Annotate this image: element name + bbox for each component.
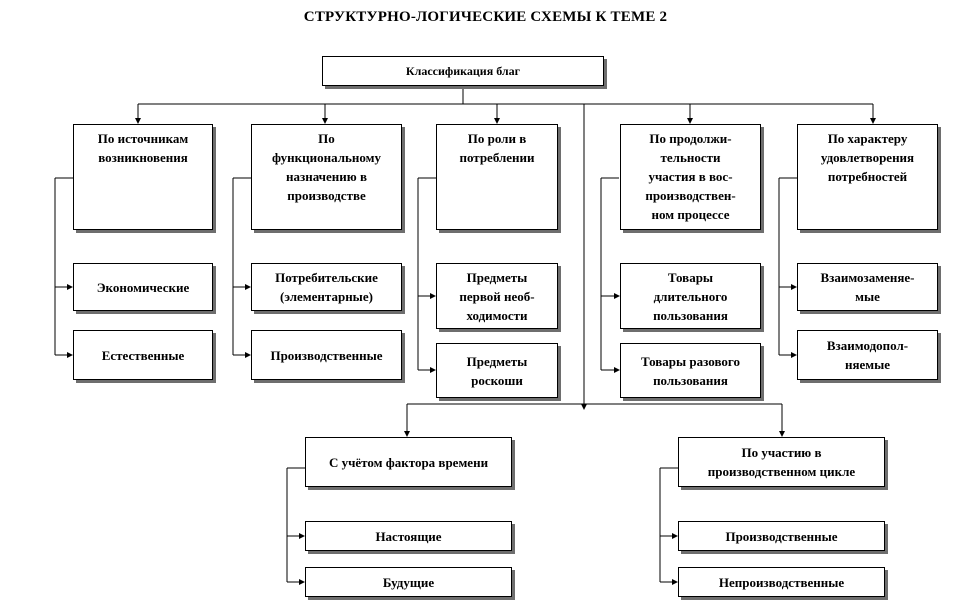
- item-consumer: Потребительские (элементарные): [251, 263, 402, 311]
- item-single-use: Товары разового пользования: [620, 343, 761, 398]
- item-luxury: Предметы роскоши: [436, 343, 558, 398]
- item-natural: Естественные: [73, 330, 213, 380]
- root-node: Классификация благ: [322, 56, 604, 86]
- category-functional: По функциональному назначению в производ…: [251, 124, 402, 230]
- item-productive: Производственные: [678, 521, 885, 551]
- category-production-cycle: По участию в производственном цикле: [678, 437, 885, 487]
- item-economic: Экономические: [73, 263, 213, 311]
- item-production: Производственные: [251, 330, 402, 380]
- item-durable: Товары длительного пользования: [620, 263, 761, 329]
- item-nonproductive: Непроизводственные: [678, 567, 885, 597]
- category-sources: По источникам возникновения: [73, 124, 213, 230]
- item-complements: Взаимодопол- няемые: [797, 330, 938, 380]
- item-present: Настоящие: [305, 521, 512, 551]
- category-duration: По продолжи- тельности участия в вос- пр…: [620, 124, 761, 230]
- category-consumption-role: По роли в потреблении: [436, 124, 558, 230]
- diagram-title: СТРУКТУРНО-ЛОГИЧЕСКИЕ СХЕМЫ К ТЕМЕ 2: [303, 9, 668, 25]
- category-needs: По характеру удовлетворения потребностей: [797, 124, 938, 230]
- item-necessities: Предметы первой необ- ходимости: [436, 263, 558, 329]
- item-future: Будущие: [305, 567, 512, 597]
- item-substitutes: Взаимозаменяе- мые: [797, 263, 938, 311]
- category-time: С учётом фактора времени: [305, 437, 512, 487]
